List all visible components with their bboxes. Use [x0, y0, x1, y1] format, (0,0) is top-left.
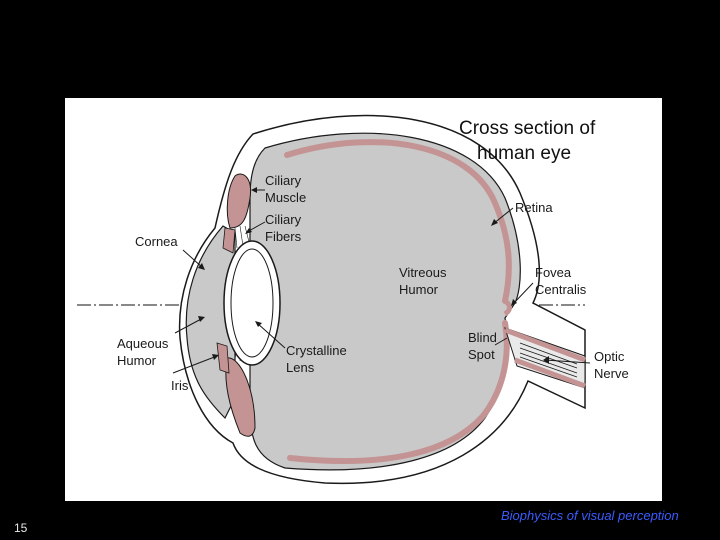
retina-band-lower	[287, 320, 510, 465]
retina-band	[284, 139, 512, 304]
footer-caption: Biophysics of visual perception	[501, 508, 679, 523]
diagram-title-line1: Cross section of	[459, 118, 596, 139]
label-crystalline-lens: Crystalline Lens	[286, 343, 347, 375]
diagram-title-line2: human eye	[477, 143, 572, 164]
slide-number: 15	[14, 521, 28, 535]
label-fovea-centralis: Fovea Centralis	[535, 265, 587, 297]
ciliary-muscle-lower	[225, 357, 256, 437]
ciliary-muscle-upper	[226, 173, 252, 229]
iris-lower	[216, 342, 230, 374]
crystalline-lens-inner	[230, 248, 274, 358]
label-retina: Retina	[515, 200, 553, 215]
leader-arrows	[172, 189, 591, 374]
iris-upper	[222, 227, 236, 254]
diagram-panel: Cross section of human eye Ciliary Muscl…	[65, 98, 662, 501]
optic-nerve-sheath	[504, 327, 586, 363]
label-aqueous-humor: Aqueous Humor	[117, 336, 169, 368]
label-vitreous-humor: Vitreous Humor	[399, 265, 447, 297]
fovea-dip	[503, 298, 512, 317]
label-ciliary-muscle: Ciliary Muscle	[265, 173, 307, 205]
leader-arrowheads	[198, 187, 549, 364]
label-blind-spot: Blind Spot	[468, 330, 497, 362]
label-ciliary-fibers: Ciliary Fibers	[265, 212, 302, 244]
label-iris: Iris	[171, 378, 189, 393]
eye-cross-section-diagram	[77, 114, 591, 485]
label-cornea: Cornea	[135, 234, 178, 249]
optic-nerve-sheath-2	[514, 357, 586, 389]
label-optic-nerve: Optic Nerve	[594, 349, 629, 381]
